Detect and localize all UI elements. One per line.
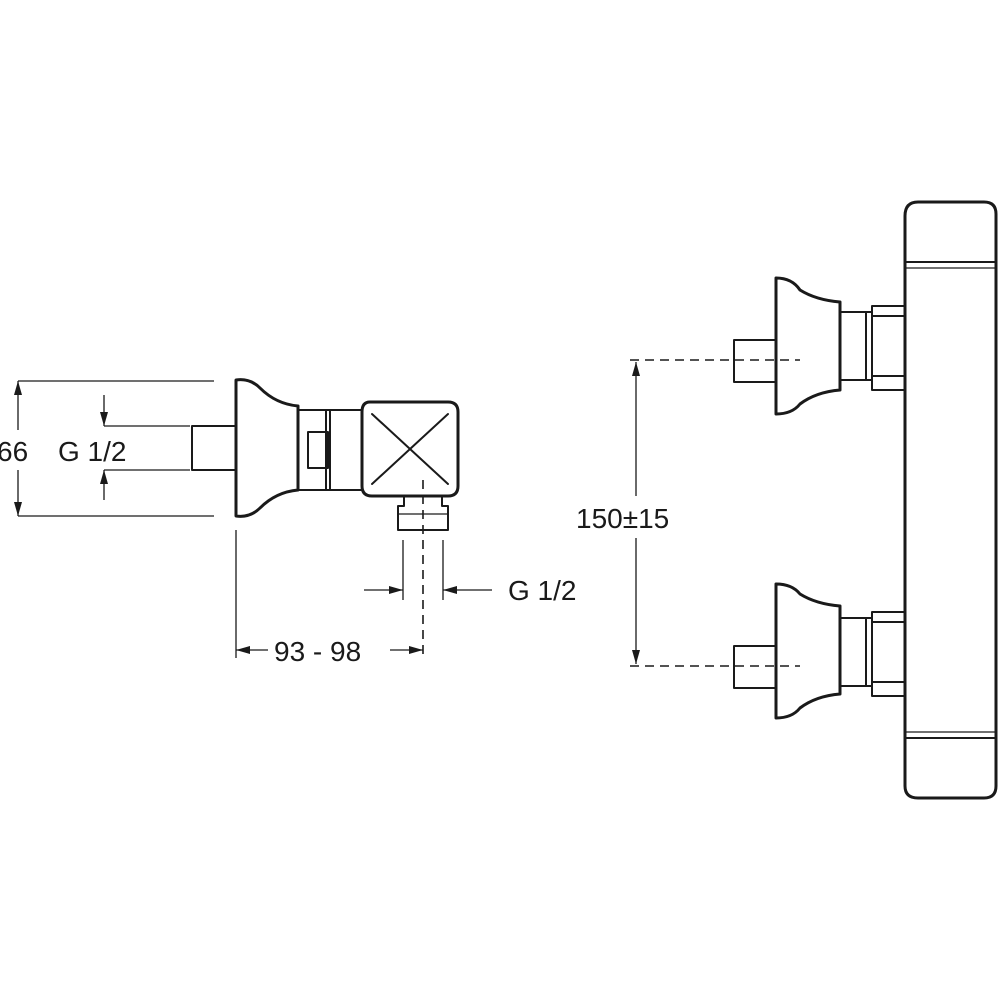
connector-nut (307, 431, 329, 469)
thermostat-body (903, 200, 998, 800)
dimension-93-98 (235, 530, 423, 658)
upper-nut-bottom (871, 375, 906, 391)
wall-flange (234, 378, 300, 518)
label-inlet-thread: G 1/2 (58, 436, 126, 467)
lower-nut-bottom (871, 681, 906, 697)
inlet-nipple (191, 425, 237, 471)
upper-flange (774, 276, 842, 416)
upper-connector (733, 276, 906, 416)
dimension-150 (630, 359, 800, 667)
dimension-outlet-thread (364, 540, 492, 600)
handle-block (360, 400, 460, 498)
label-150-15: 150±15 (576, 503, 669, 534)
lower-nut-top (871, 611, 906, 623)
lower-connector (733, 582, 906, 720)
dimension-66 (14, 381, 22, 516)
label-outlet-thread: G 1/2 (508, 575, 576, 606)
handle-cross-b (371, 413, 449, 485)
lower-inlet-nipple (733, 645, 777, 689)
label-93-98: 93 - 98 (274, 636, 361, 667)
upper-nut-top (871, 305, 906, 317)
dimension-inlet-thread (100, 395, 190, 500)
label-66: 66 (0, 436, 28, 467)
lower-flange (774, 582, 842, 720)
side-view: 66 G 1/2 (0, 378, 576, 667)
front-view: 150±15 (576, 200, 998, 800)
upper-inlet-nipple (733, 339, 777, 383)
